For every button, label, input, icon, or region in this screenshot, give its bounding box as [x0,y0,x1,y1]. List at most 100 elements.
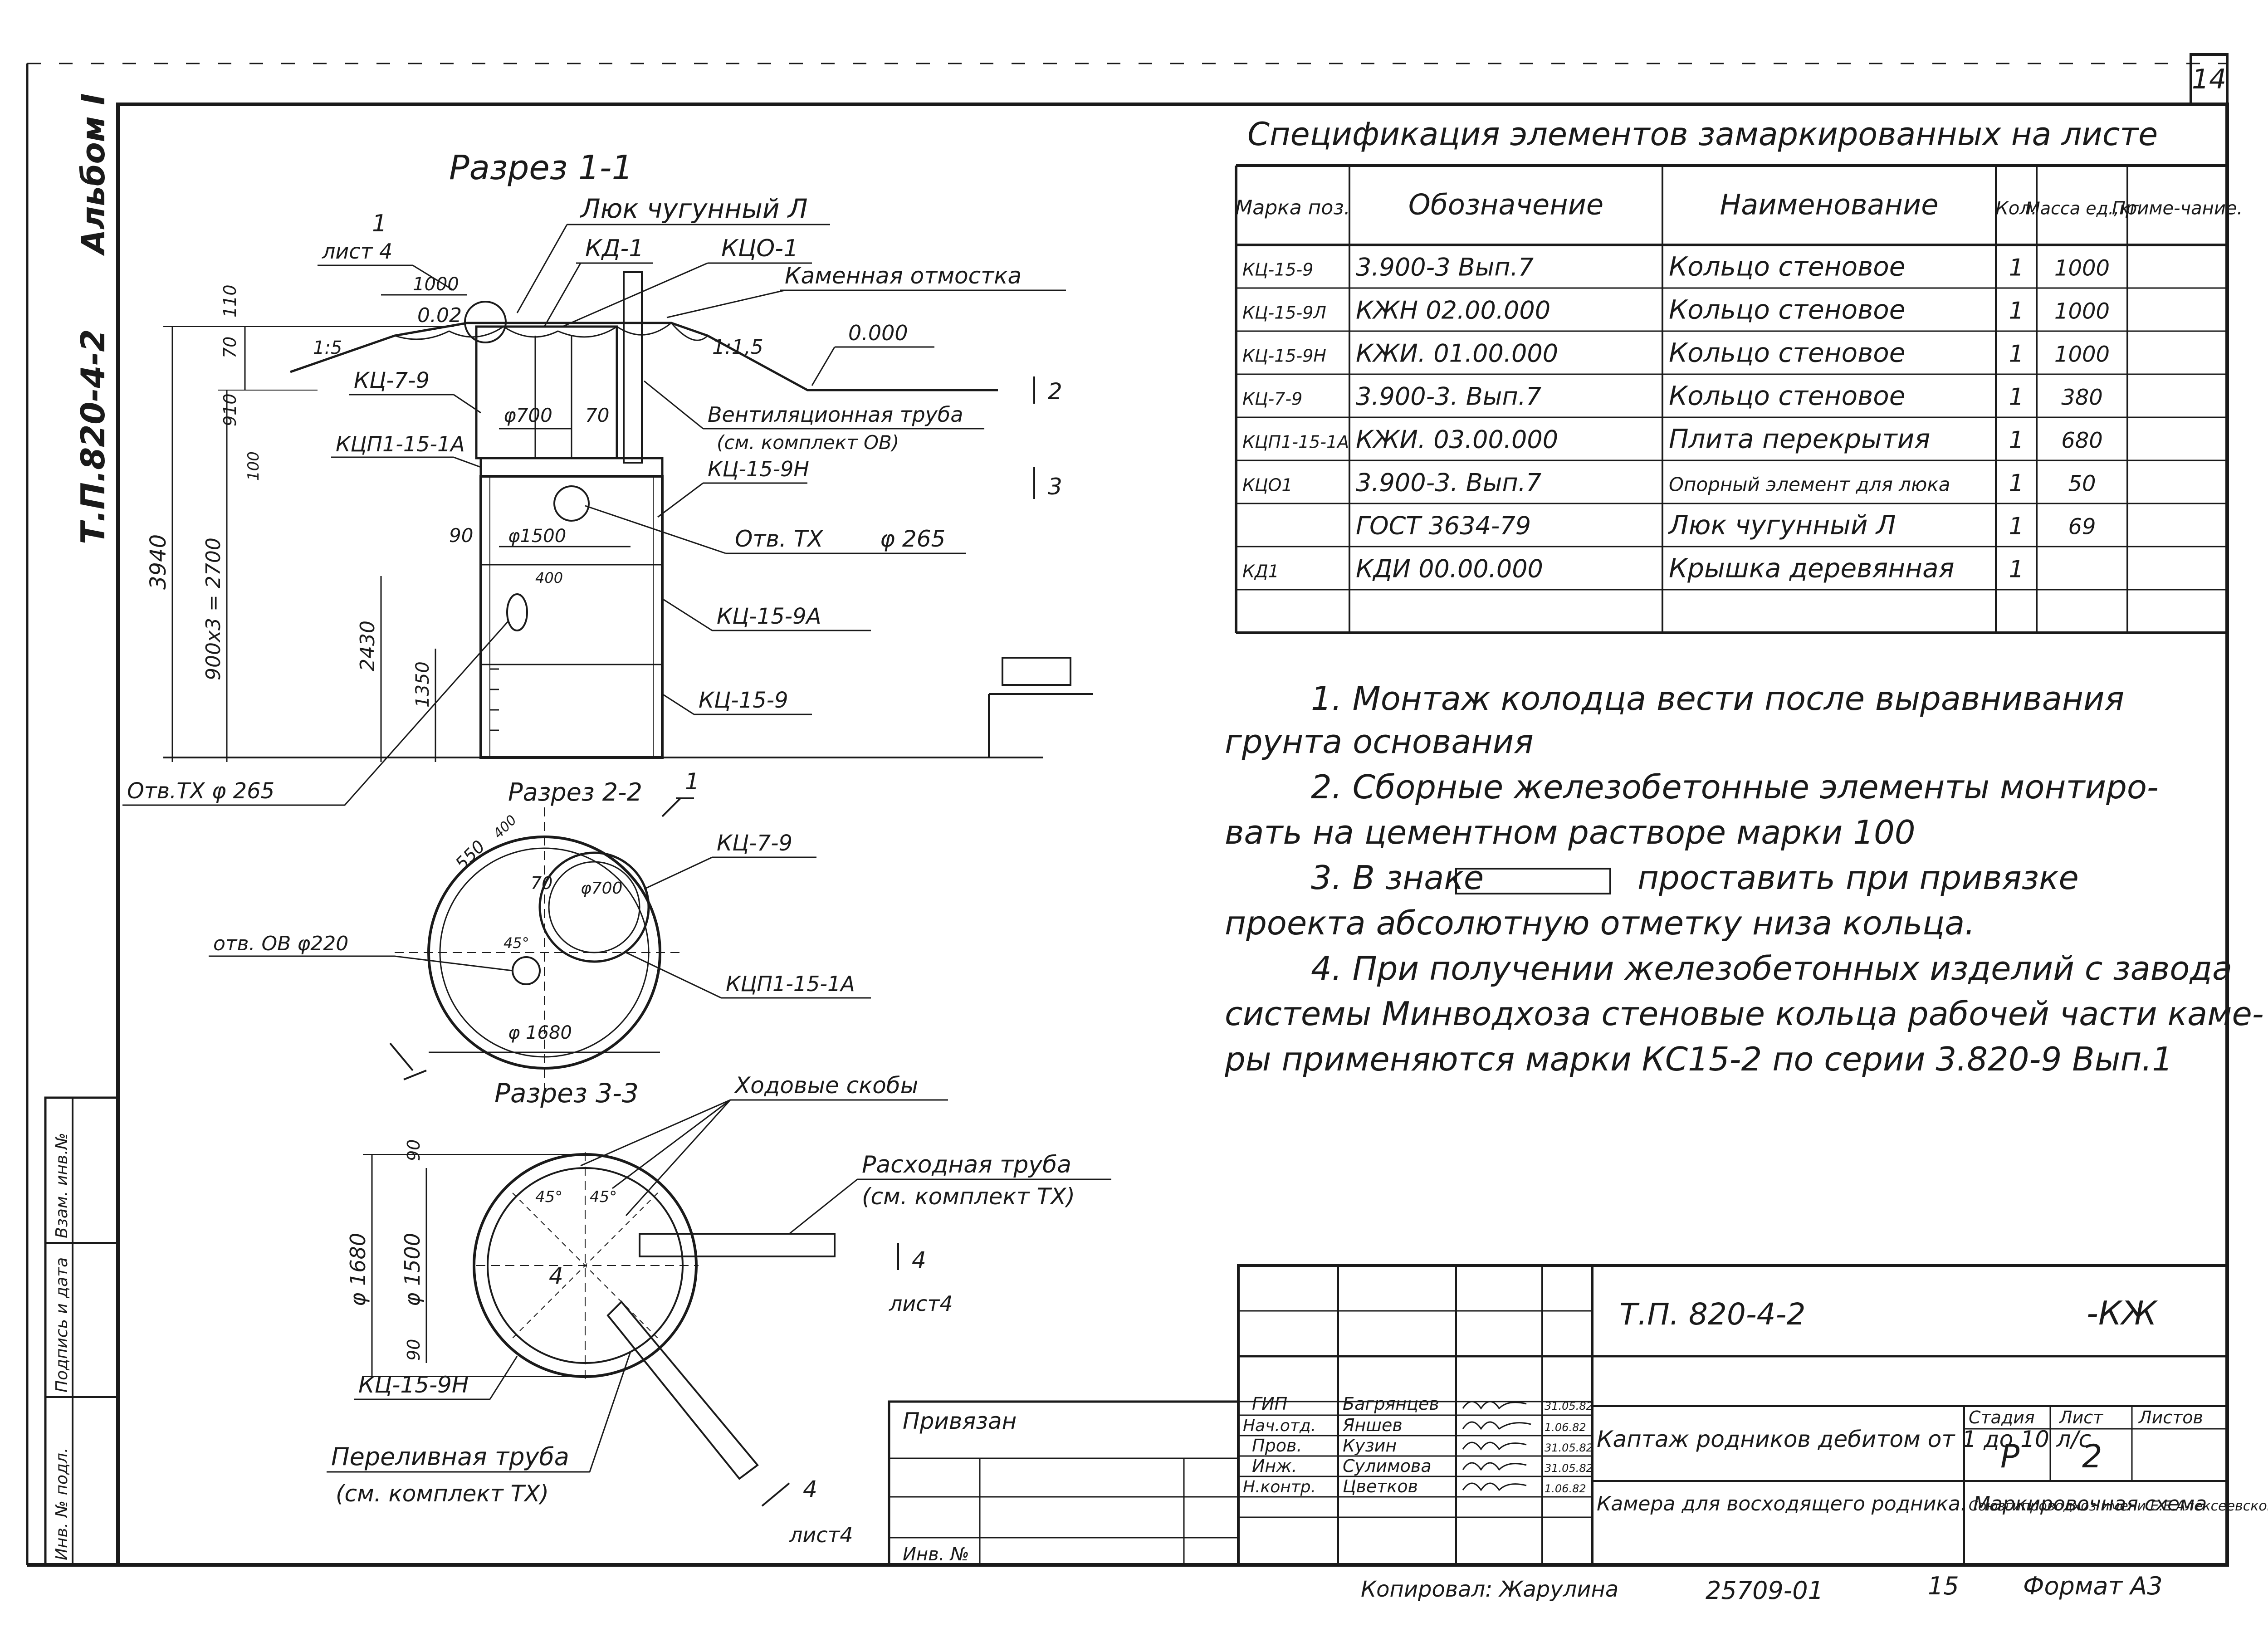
cut-2-label: 2 [1048,378,1062,405]
d700-label: φ700 [503,404,552,426]
spec-cell: Кольцо стеновое [1669,381,1905,411]
stamp-replace-inv: Взам. инв.№ [53,1133,71,1238]
dim70-label: 70 [585,404,609,426]
sec3-d1500: φ 1500 [400,1233,425,1306]
stamp-inv-orig: Инв. № подл. [53,1448,71,1560]
stamp-sign-date: Подпись и дата [53,1257,71,1393]
v110: 110 [220,284,240,318]
dim400-label: 400 [535,569,563,586]
note-line-7: 4. При получении железобетонных изделий … [1311,949,2232,987]
name-3: Кузин [1343,1436,1397,1456]
album-label: Альбом I [75,93,112,256]
spec-cell: КЖН 02.00.000 [1356,296,1550,325]
spec-cell: ГОСТ 3634-79 [1356,512,1531,540]
tb-title-main: Каптаж родников дебитом от 1 до 10 л/с [1597,1426,2091,1452]
sec2-d700: φ700 [581,879,622,898]
dim90-label: 90 [449,524,473,547]
tb-stage: Р [2000,1438,2020,1475]
tb-code: Т.П. 820-4-2 [1619,1297,1805,1332]
mark-1-label: 1 [372,210,387,237]
tb-sheets-header: Листов [2138,1407,2203,1427]
role-2: Нач.отд. [1243,1417,1316,1435]
spec-cell: КД1 [1242,562,1279,582]
spec-cell: 1 [2009,384,2024,411]
date-4: 31.05.82 [1545,1462,1593,1475]
sec3-cut4a: 4 [549,1263,563,1289]
sheet-number-box [2190,53,2229,106]
section-3-title: Разрез 3-3 [494,1078,639,1109]
spec-header-5: Приме-чание. [2112,198,2243,219]
tb-stage-header: Стадия [1969,1407,2035,1427]
spec-cell: 380 [2061,385,2103,410]
sec2-kc79: КЦ-7-9 [717,831,792,856]
cut-3-label: 3 [1048,474,1062,500]
spec-cell: 680 [2061,428,2103,454]
name-4: Сулимова [1343,1456,1432,1476]
hatch-title: Люк чугунный Л [580,193,808,224]
note-line-8: системы Минводхоза стеновые кольца рабоч… [1225,995,2264,1033]
spec-cell: Крышка деревянная [1669,553,1955,584]
spec-cell: 1 [2009,254,2024,282]
slope-15: 1:5 [313,337,342,358]
neck-circle-2 [538,851,650,963]
sec2-hole-ov: отв. ОВ φ220 [213,932,348,955]
name-2: Яншев [1342,1415,1403,1435]
role-5: Н.контр. [1243,1478,1316,1496]
kc79-label: КЦ-7-9 [354,368,430,393]
role-1: ГИП [1252,1394,1287,1414]
level-000: 0.000 [848,321,908,345]
sec3-dim90a: 90 [404,1139,424,1161]
spec-cell: КЦ-15-9Л [1242,303,1326,323]
sec3-angle45a: 45° [535,1188,562,1206]
spec-cell: КЖИ. 03.00.000 [1356,425,1558,454]
sec3-flow-pipe: Расходная труба [862,1151,1071,1178]
sec3-d1680: φ 1680 [346,1233,370,1306]
spec-cell: Опорный элемент для люка [1669,474,1950,496]
sec3-angle45b: 45° [590,1188,617,1206]
date-3: 31.05.82 [1545,1442,1593,1454]
v2430: 2430 [356,621,379,671]
sec3-overflow-ref: (см. комплект ТХ) [336,1481,549,1507]
spec-cell: Кольцо стеновое [1669,337,1905,368]
tb-suffix: -КЖ [2087,1294,2158,1332]
spec-cell: 50 [2068,471,2096,497]
spec-cell: 1 [2009,513,2024,540]
spec-cell: 1 [2009,298,2024,325]
bottom-hole-label: Отв.ТХ φ 265 [127,778,274,804]
spec-header-2: Наименование [1720,188,1939,221]
sec3-overflow-pipe: Переливная труба [331,1442,569,1471]
date-1: 31.05.82 [1545,1400,1593,1412]
kc159a-label: КЦ-15-9А [717,604,821,629]
dim-1000: 1000 [413,274,459,295]
v100: 100 [244,451,263,481]
ov-hole [512,956,541,985]
tb-sheet: 2 [2082,1438,2102,1475]
spec-header-0: Марка поз. [1235,196,1350,220]
name-5: Цветков [1343,1476,1418,1496]
slope-1-15: 1:1,5 [712,336,763,359]
note-line-2: грунта основания [1225,723,1534,761]
v3940: 3940 [146,534,171,590]
tb-org: Союзгипроводхоз имени Е.Е.Алексеевского … [1969,1498,2268,1514]
spec-cell: КДИ 00.00.000 [1356,555,1543,583]
spec-cell: 3.900-3. Вып.7 [1356,382,1541,411]
v900x3: 900х3 = 2700 [202,538,225,680]
note-line-4: вать на цементном растворе марки 100 [1225,813,1916,851]
spec-cell: 1 [2009,556,2024,583]
tb-privyazan: Привязан [903,1408,1017,1434]
spec-cell: КЦ-7-9 [1242,389,1302,409]
spec-cell: 3.900-3 Вып.7 [1356,253,1534,282]
spec-cell: 1000 [2054,256,2110,281]
vent-pipe-label: Вентиляционная труба [708,402,963,427]
footer-doc-no: 25709-01 [1706,1576,1823,1605]
dim-002: 0.02 [417,304,462,327]
spec-cell: Люк чугунный Л [1668,510,1896,541]
sec2-angle45: 45° [503,934,529,952]
title-block: Т.П. 820-4-2 -КЖ ГИП Багрянцев 31.05.82 … [888,1264,2268,1566]
spec-header-3: Кол. [1995,198,2037,219]
spec-table: Спецификация элементов замаркированных н… [1235,116,2243,634]
sheet-number: 14 [2192,64,2226,95]
spec-cell: 69 [2068,514,2096,540]
v910: 910 [220,393,240,426]
hatch-circle [464,301,507,343]
